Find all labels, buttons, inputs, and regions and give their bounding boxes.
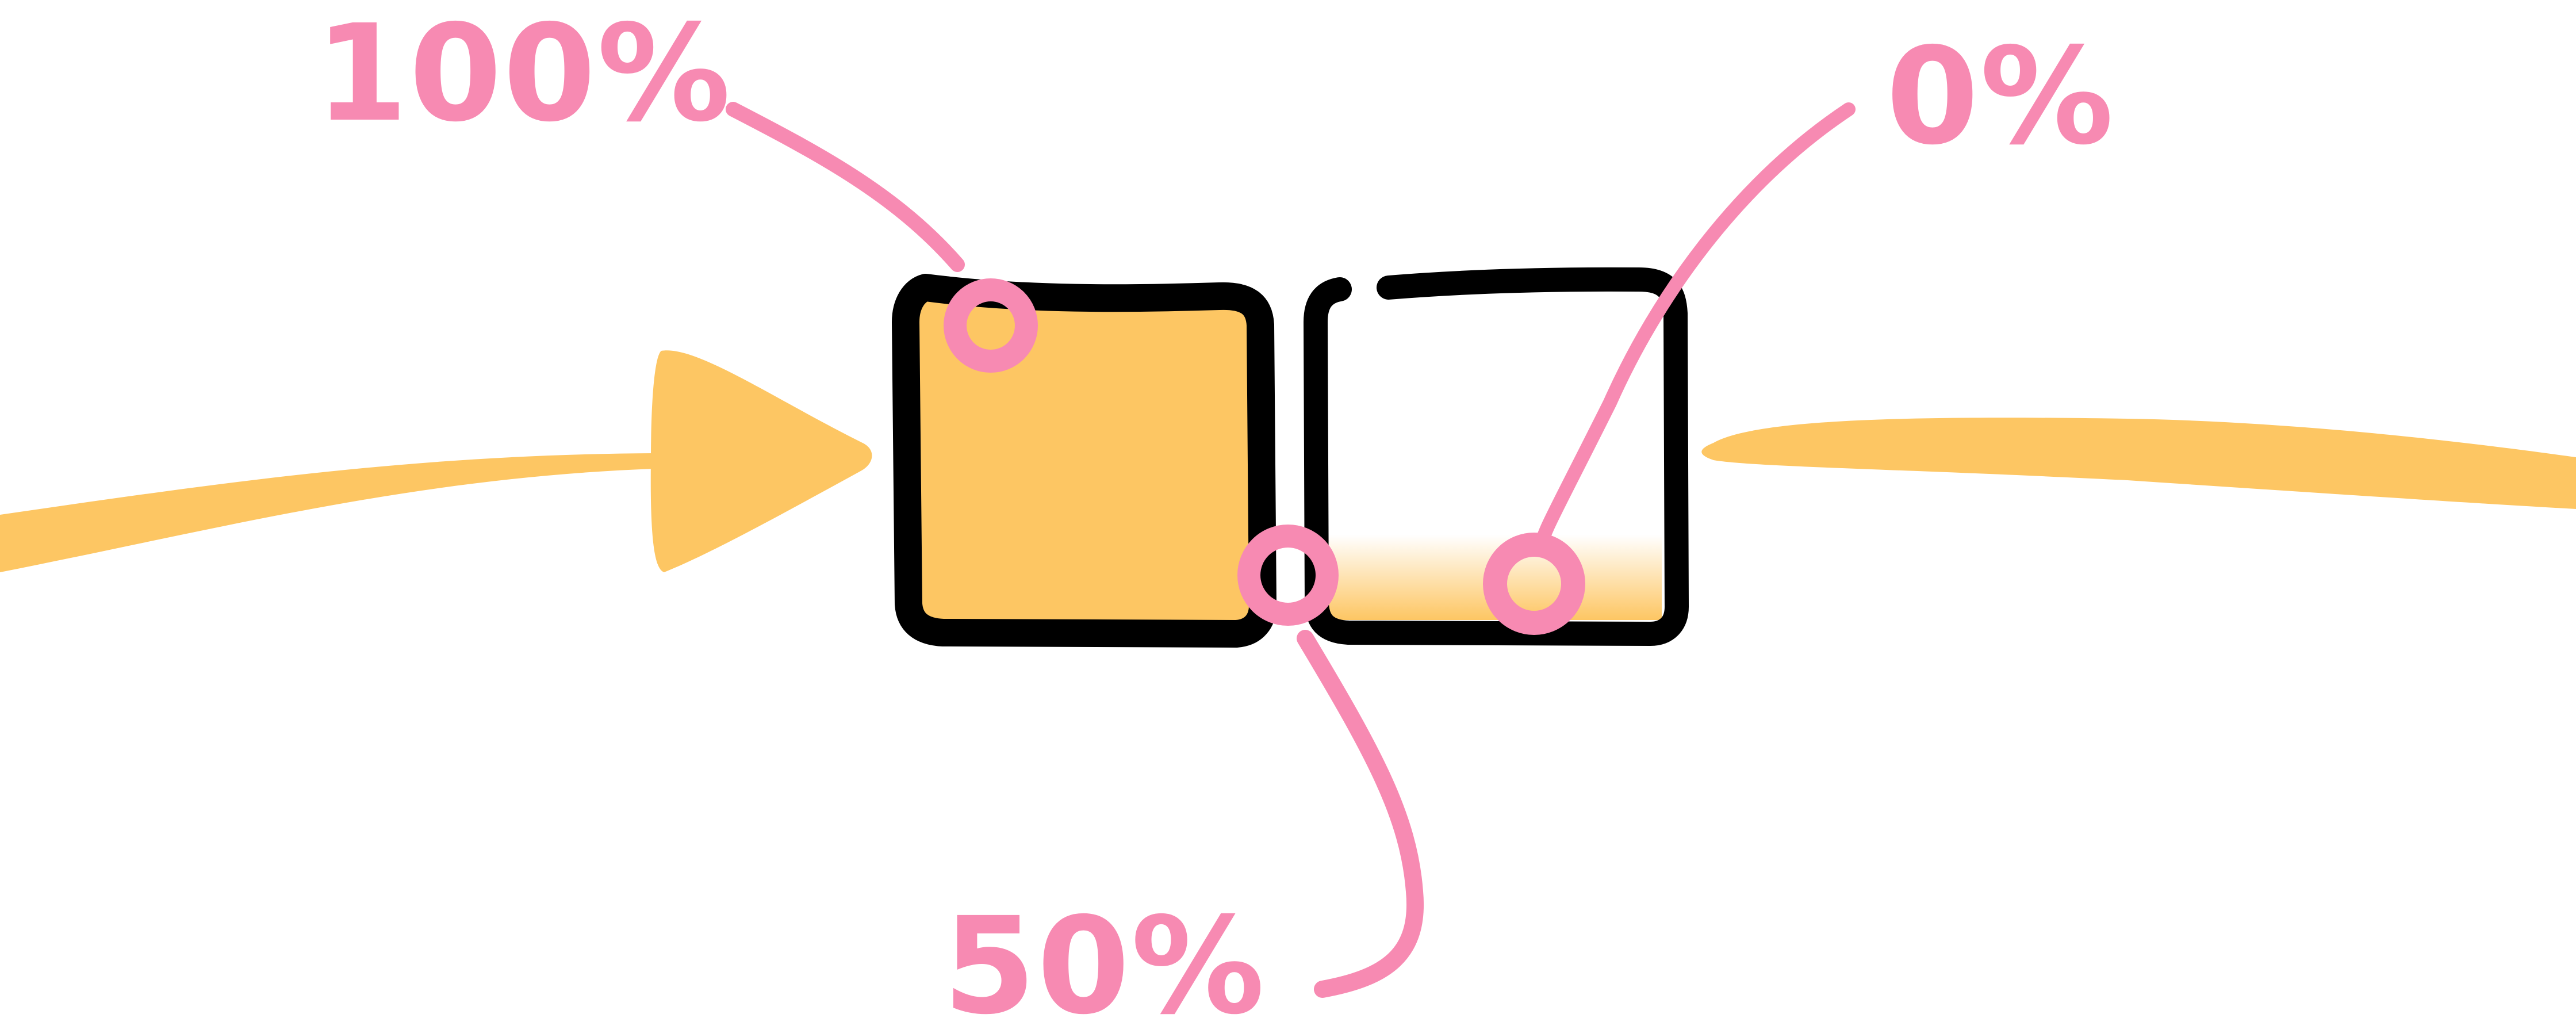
incoming-arrow [0,350,872,572]
incoming-arrow-shaft [0,453,656,572]
incoming-arrow-head [651,350,872,572]
label-50-percent: 50% [943,889,1266,1018]
label-100-percent: 100% [315,0,732,151]
outgoing-stroke [1701,418,2576,509]
leader-line-50 [1305,638,1415,989]
label-0-percent: 0% [1886,19,2115,174]
leader-line-0 [1541,109,1849,549]
leader-line-100 [733,109,957,265]
